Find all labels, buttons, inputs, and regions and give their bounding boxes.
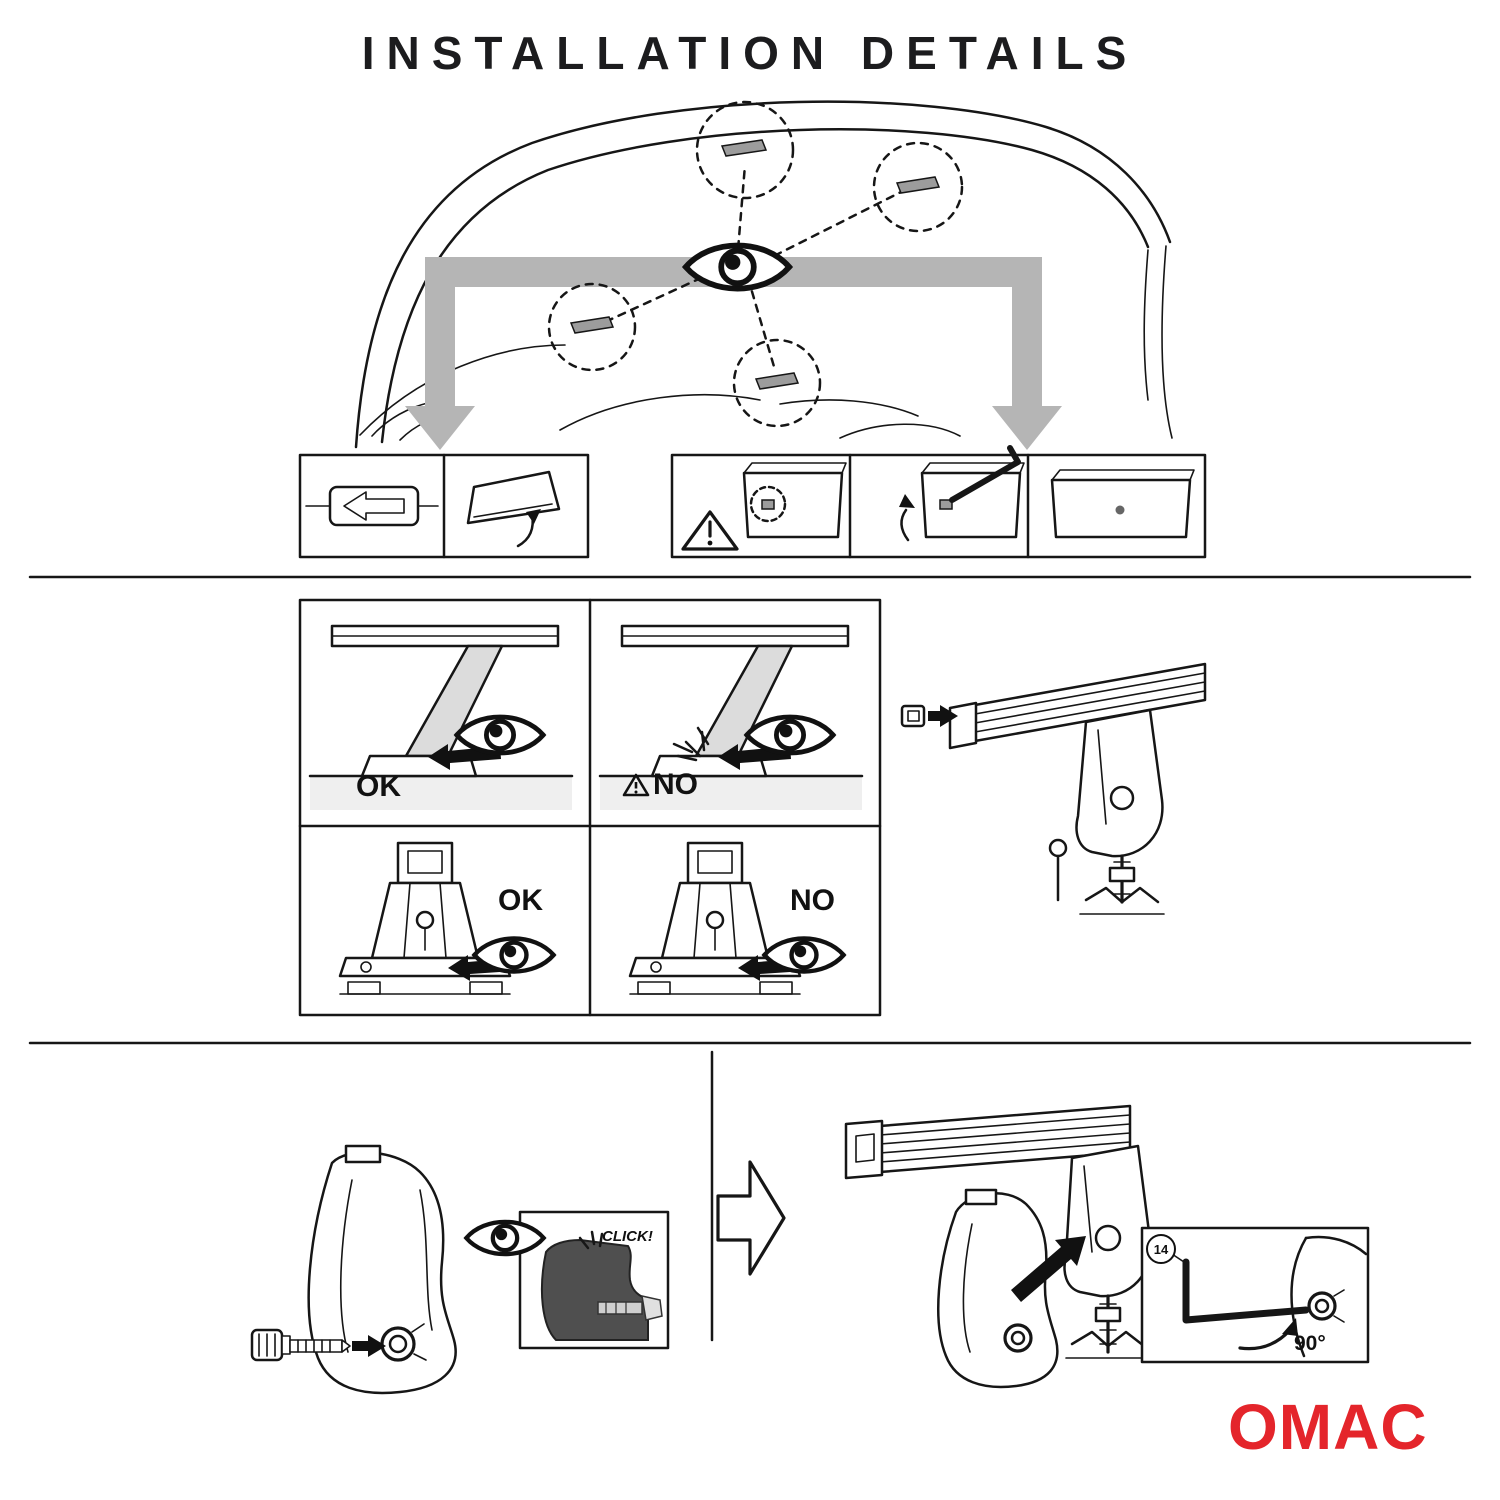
no-label-bottom: NO: [790, 886, 835, 916]
cell-ok-front-view: [338, 841, 515, 995]
no-text: NO: [653, 768, 698, 801]
mount-arrow-icon: [1011, 1236, 1086, 1302]
eye-icon: [466, 1222, 543, 1254]
insert-arrow-icon: [352, 1335, 386, 1357]
next-step-arrow-icon: [716, 1160, 786, 1276]
allen-key-icon: [1182, 1258, 1310, 1324]
guide-arrow-right: [992, 406, 1062, 450]
tool-size-badge: 14: [1146, 1234, 1176, 1264]
eye-icon: [747, 717, 833, 753]
cell-no-side-view: [598, 624, 864, 810]
spark-icon: [672, 726, 710, 762]
flip-arrow-icon: [526, 509, 541, 524]
click-label: CLICK!: [602, 1228, 653, 1245]
fixpoint-circle-2: [872, 141, 964, 233]
cover-detail-panels-left: [298, 453, 590, 559]
insert-arrow-icon: [928, 705, 958, 727]
allen-key-detail-panel: [1140, 1226, 1370, 1364]
cover-slot-icon: [328, 485, 420, 527]
turn-arrow-icon: [899, 494, 915, 508]
spark-icon: [578, 1230, 604, 1250]
rotation-angle-label: 90°: [1294, 1332, 1326, 1355]
foot-screw-step: [250, 1144, 457, 1395]
ok-text: OK: [498, 884, 543, 917]
fixpoint-circle-3: [547, 282, 637, 372]
fixpoint-circle-4: [732, 338, 822, 428]
allen-key-icon: [949, 445, 1021, 503]
cell-no-front-view: [628, 841, 805, 995]
fixpoint-circle-1: [695, 100, 795, 200]
bolt-head-icon: [641, 1295, 663, 1321]
eye-icon: [457, 717, 543, 753]
ok-label-bottom: OK: [498, 886, 543, 916]
comparison-grid: [298, 598, 882, 1017]
end-cap-plug-icon: [900, 704, 926, 728]
click-detail-panel: [518, 1210, 670, 1350]
warning-triangle-icon: [622, 773, 650, 797]
rotate-arrow-icon: [1282, 1318, 1298, 1336]
eye-icon: [474, 939, 553, 972]
crossbar-clamp-perspective: [900, 662, 1207, 915]
no-label-top: NO: [622, 770, 698, 800]
guide-arrow-band: [405, 257, 1062, 450]
no-text: NO: [790, 884, 835, 917]
brand-logo: OMAC: [1228, 1391, 1428, 1463]
eye-icon: [686, 245, 790, 288]
slide-arrow-icon: [343, 491, 405, 521]
cell-ok-side-view: [308, 624, 574, 810]
eye-icon: [764, 939, 843, 972]
foot-mounting-step: [844, 1104, 1152, 1389]
ok-text: OK: [356, 770, 401, 803]
ok-label-top: OK: [356, 772, 401, 802]
fixpoint-markers: [547, 100, 964, 428]
cover-detail-panels-right: [670, 445, 1207, 559]
page-title: INSTALLATION DETAILS: [361, 27, 1139, 79]
guide-arrow-left: [405, 406, 475, 450]
